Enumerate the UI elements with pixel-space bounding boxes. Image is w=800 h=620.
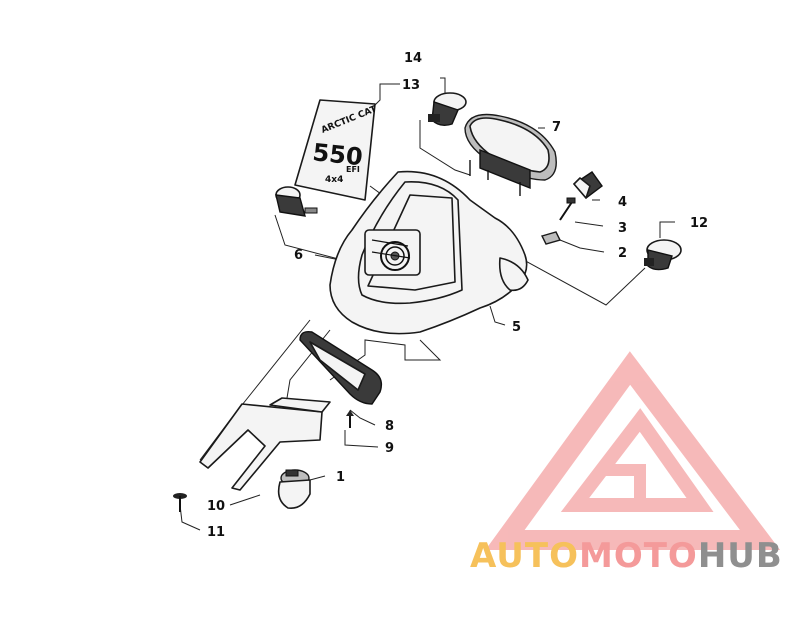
- callout-5: 5: [512, 320, 521, 335]
- decal-model: 550: [311, 138, 364, 171]
- wiring-connector-spring-icon: [371, 239, 411, 271]
- mounting-bracket: [199, 397, 331, 491]
- watermark-logo-icon: [485, 351, 781, 550]
- model-decal: ARCTIC CAT 550 EFI 4x4: [294, 99, 379, 201]
- callout-4: 4: [618, 195, 627, 210]
- callout-2: 2: [618, 246, 627, 261]
- ignition-switch-icon: [277, 469, 311, 510]
- speedometer-gauge-icon: [464, 113, 557, 196]
- callout-8: 8: [385, 419, 394, 434]
- watermark-part-hub: HUB: [697, 536, 783, 576]
- callout-labels: 1 2 3 4 5 6 7 8 9 10 11 12 13 14: [207, 51, 708, 540]
- callout-13: 13: [402, 78, 420, 93]
- callout-9: 9: [385, 441, 394, 456]
- pin-icon: [559, 197, 576, 221]
- switch-connector-icon: [275, 186, 318, 217]
- watermark-wordmark: AUTOMOTOHUB: [470, 536, 800, 576]
- watermark-part-moto: MOTO: [578, 536, 698, 576]
- callout-6: 6: [294, 248, 303, 263]
- reset-knob-icon: [572, 171, 603, 199]
- indicator-light-top-icon: [428, 92, 467, 127]
- callout-7: 7: [552, 120, 561, 135]
- callout-3: 3: [618, 221, 627, 236]
- callout-12: 12: [690, 216, 708, 231]
- clip-icon: [540, 231, 562, 245]
- callout-14: 14: [404, 51, 422, 66]
- screw-icon: [346, 410, 354, 428]
- bezel-trim: [299, 330, 383, 405]
- instrument-pod-housing: [329, 170, 529, 335]
- indicator-light-icon: [644, 239, 682, 271]
- callout-11: 11: [207, 525, 225, 540]
- watermark-part-auto: AUTO: [470, 536, 579, 576]
- decal-drive: 4x4: [325, 175, 343, 185]
- fastener-icon: [173, 493, 187, 512]
- callout-1: 1: [336, 470, 345, 485]
- callout-10: 10: [207, 499, 225, 514]
- decal-suffix: EFI: [346, 165, 360, 174]
